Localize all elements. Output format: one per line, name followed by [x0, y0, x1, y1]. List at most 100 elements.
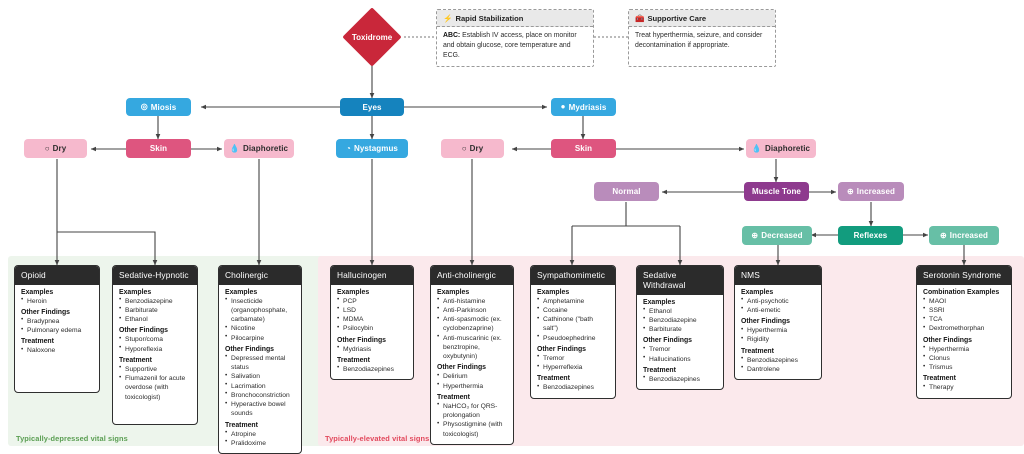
panel-elevated-vitals-label: Typically-elevated vital signs	[325, 434, 430, 443]
section-heading: Treatment	[741, 347, 774, 355]
list-item: Stupor/coma	[119, 335, 191, 344]
arrow-up-circle-icon: ⊕	[939, 230, 947, 240]
node-tone-increased-label: Increased	[856, 187, 896, 196]
syndrome-card-sedative-hypnotic[interactable]: Sedative-HypnoticExamplesBenzodiazepineB…	[112, 265, 198, 425]
list-item: Dantrolene	[741, 364, 815, 374]
syndrome-card-title: Serotonin Syndrome	[917, 266, 1011, 285]
node-reflexes-decreased[interactable]: ⊕ Decreased	[742, 226, 812, 245]
list-item: Bronchoconstriction	[225, 390, 295, 400]
water-drop-icon: 💧	[229, 143, 240, 153]
section-list: BenzodiazepinesDantrolene	[741, 355, 815, 375]
node-diaphoretic-left[interactable]: 💧 Diaphoretic	[224, 139, 294, 158]
syndrome-card-body: ExamplesPCPLSDMDMAPsilocybinOther Findin…	[331, 285, 413, 380]
dry-circle-icon: ○	[461, 143, 467, 153]
section-heading: Other Findings	[741, 318, 790, 325]
syndrome-card-title: Sedative Withdrawal	[637, 266, 723, 295]
list-item: MDMA	[337, 314, 407, 324]
list-item: PCP	[337, 296, 407, 306]
section-list: TremorHallucinations	[643, 345, 717, 364]
node-diaphoretic-right[interactable]: 💧 Diaphoretic	[746, 139, 816, 158]
list-item: Atropine	[225, 429, 295, 439]
section-heading: Treatment	[923, 375, 956, 383]
section-list: Naloxone	[21, 346, 93, 355]
list-item: Therapy	[923, 383, 1005, 392]
list-item: Mydriasis	[337, 344, 407, 354]
node-nystagmus[interactable]: ◔ Nystagmus	[336, 139, 408, 158]
section-heading: Examples	[225, 288, 258, 296]
list-item: Benzodiazepines	[643, 374, 717, 384]
supportive-care-header: 🧰 Supportive Care	[629, 10, 775, 27]
list-item: Pseudoephedrine	[537, 333, 609, 343]
node-diaphoretic-right-label: Diaphoretic	[764, 144, 811, 153]
section-heading: Other Findings	[437, 364, 486, 372]
section-list: Insecticide (organophosphate, carbamate)…	[225, 296, 295, 343]
nystagmus-eye-icon: ◔	[346, 143, 351, 153]
section-list: Benzodiazepines	[643, 374, 717, 384]
node-mydriasis-label: Mydriasis	[568, 102, 607, 112]
first-aid-kit-icon: 🧰	[635, 13, 645, 23]
list-item: Ethanol	[643, 306, 717, 316]
section-list: AmphetamineCocaineCathinone ("bath salt"…	[537, 296, 609, 343]
node-reflexes-increased[interactable]: ⊕ Increased	[929, 226, 999, 245]
syndrome-card-body: ExamplesHeroinOther FindingsBradypneaPul…	[15, 285, 99, 361]
list-item: Anti-histamine	[437, 296, 507, 306]
section-heading: Other Findings	[21, 308, 70, 316]
node-dry-left[interactable]: ○ Dry	[24, 139, 87, 158]
syndrome-card-anti-cholinergic[interactable]: Anti-cholinergicExamplesAnti-histamineAn…	[430, 265, 514, 445]
section-list: MAOISSRITCADextromethorphan	[923, 296, 1005, 334]
node-mydriasis[interactable]: ● Mydriasis	[551, 98, 616, 116]
list-item: Clonus	[923, 353, 1005, 363]
node-miosis[interactable]: ◎ Miosis	[126, 98, 191, 116]
list-item: Delirium	[437, 372, 507, 381]
list-item: NaHCO₃ for QRS-prolongation	[437, 401, 507, 421]
list-item: Anti-psychotic	[741, 296, 815, 306]
syndrome-card-body: ExamplesAmphetamineCocaineCathinone ("ba…	[531, 285, 615, 398]
syndrome-card-title: Cholinergic	[219, 266, 301, 285]
list-item: Pralidoxime	[225, 438, 295, 448]
node-tone-normal[interactable]: Normal	[594, 182, 659, 201]
section-list: AtropinePralidoxime	[225, 429, 295, 449]
node-skin-left-label: Skin	[149, 144, 168, 153]
list-item: Physostigmine (with toxicologist)	[437, 420, 507, 439]
list-item: Pilocarpine	[225, 333, 295, 343]
node-skin-left[interactable]: Skin	[126, 139, 191, 158]
list-item: Rigidity	[741, 335, 815, 344]
section-list: Benzodiazepines	[537, 383, 609, 392]
arrow-down-circle-icon: ⊕	[751, 230, 759, 240]
syndrome-card-sympathomimetic[interactable]: SympathomimeticExamplesAmphetamineCocain…	[530, 265, 616, 399]
syndrome-card-hallucinogen[interactable]: HallucinogenExamplesPCPLSDMDMAPsilocybin…	[330, 265, 414, 380]
section-list: Anti-histamineAnti-ParkinsonAnti-spasmod…	[437, 296, 507, 362]
list-item: Hyperactive bowel sounds	[225, 400, 295, 419]
node-tone-normal-label: Normal	[612, 187, 641, 196]
syndrome-card-opioid[interactable]: OpioidExamplesHeroinOther FindingsBradyp…	[14, 265, 100, 393]
rapid-stabilization-text: Establish IV access, place on monitor an…	[443, 32, 577, 59]
node-muscle-tone[interactable]: Muscle Tone	[744, 182, 809, 201]
syndrome-card-body: ExamplesAnti-histamineAnti-ParkinsonAnti…	[431, 285, 513, 444]
syndrome-card-body: ExamplesEthanolBenzodiazepineBarbiturate…	[637, 295, 723, 390]
list-item: Supportive	[119, 364, 191, 374]
node-eyes-label: Eyes	[362, 102, 382, 112]
syndrome-card-nms[interactable]: NMSExamplesAnti-psychoticAnti-emeticOthe…	[734, 265, 822, 380]
node-eyes[interactable]: Eyes	[340, 98, 404, 116]
node-skin-right[interactable]: Skin	[551, 139, 616, 158]
section-heading: Other Findings	[537, 345, 586, 353]
section-heading: Examples	[337, 288, 370, 296]
list-item: Hyperreflexia	[537, 362, 609, 372]
list-item: Tremor	[643, 345, 717, 354]
node-dry-right[interactable]: ○ Dry	[441, 139, 504, 158]
rapid-stabilization-header: ⚡ Rapid Stabilization	[437, 10, 593, 27]
node-reflexes[interactable]: Reflexes	[838, 226, 903, 245]
syndrome-card-title: NMS	[735, 266, 821, 285]
supportive-care-box: 🧰 Supportive Care Treat hyperthermia, se…	[628, 9, 776, 67]
syndrome-card-cholinergic[interactable]: CholinergicExamplesInsecticide (organoph…	[218, 265, 302, 454]
list-item: Heroin	[21, 296, 93, 306]
node-tone-increased[interactable]: ⊕ Increased	[838, 182, 904, 201]
list-item: Insecticide (organophosphate, carbamate)	[225, 296, 295, 325]
section-heading: Treatment	[225, 421, 258, 429]
toxidrome-root-node[interactable]: Toxidrome	[340, 7, 404, 67]
section-list: DeliriumHyperthermia	[437, 372, 507, 391]
list-item: LSD	[337, 305, 407, 315]
syndrome-card-sedative-withdrawal[interactable]: Sedative WithdrawalExamplesEthanolBenzod…	[636, 265, 724, 390]
rapid-stabilization-lead: ABC:	[443, 32, 461, 39]
